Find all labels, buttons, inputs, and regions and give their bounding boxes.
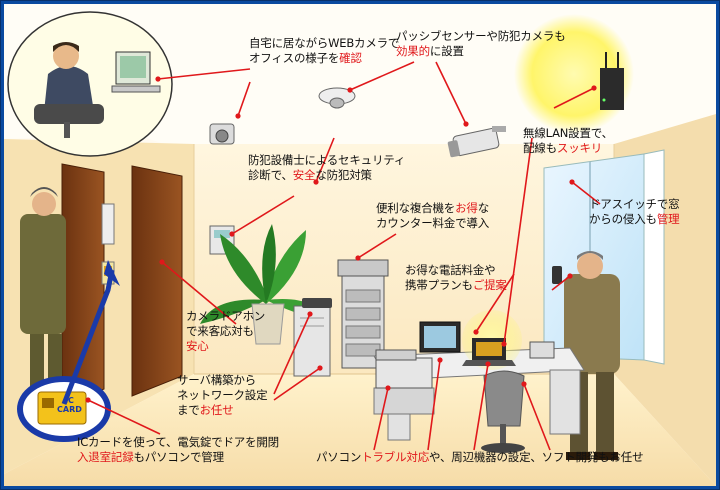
note-security-line1: 防犯設備士によるセキュリティ [248,153,406,167]
note-camera-door-highlight: 安心 [186,339,209,353]
note-ic-card-line2b: もパソコンで管理 [133,450,225,464]
printer [375,357,433,389]
note-copier-line2: カウンター料金で導入 [376,216,489,230]
note-wlan-line2a: 配線も [523,141,557,155]
note-pc-trouble-c: や、周辺機器の設定、ソフト開発もお任せ [429,450,644,464]
office-chair [483,370,525,427]
note-pc-trouble-a: パソコン [316,450,362,464]
office-phone [529,341,555,359]
server [293,305,331,377]
note-webcam-line1: 自宅に居ながらWEBカメラで [249,36,400,50]
note-copier: 便利な複合機をお得な カウンター料金で導入 [376,201,489,231]
arrow-heads [85,76,597,403]
note-webcam: 自宅に居ながらWEBカメラで オフィスの様子を確認 [249,36,399,66]
note-camera-door: カメラドアホン で来客応対も 安心 [186,309,265,354]
note-server-line3a: まで [177,403,200,417]
note-server-line2: ネットワーク設定 [177,388,268,402]
note-server: サーバ構築から ネットワーク設定 までお任せ [177,373,268,418]
floor [4,374,716,486]
note-sensor-line1: パッシブセンサーや防犯カメラも [396,29,566,43]
ic-card-label-line2: CARD [57,405,82,414]
multifunction-copier [337,259,389,369]
ic-card-label: IC CARD [57,396,82,414]
note-wlan-line1: 無線LAN設置で、 [523,126,613,140]
note-ic-card-line1: ICカードを使って、電気錠でドアを開閉 [77,435,279,449]
office-illustration [4,4,716,486]
note-security-line2a: 診断で、 [248,168,293,182]
note-door-switch-highlight: 管理 [656,212,680,226]
note-copier-line1a: 便利な複合機を [376,201,456,215]
note-webcam-line2a: オフィスの様子を [249,51,340,65]
note-wlan: 無線LAN設置で、 配線もスッキリ [523,126,613,156]
ic-card-label-line1: IC [65,396,74,405]
door-intercom [101,203,115,245]
note-security: 防犯設備士によるセキュリティ 診断で、安全な防犯対策 [248,153,405,183]
note-sensor-highlight: 効果的 [396,44,430,58]
entrance-door-left [61,163,105,407]
note-security-line2c: な防犯対策 [315,168,372,182]
security-camera [447,126,506,158]
note-phone-line2a: 携帯プランも [405,278,473,292]
note-phone: お得な電話料金や 携帯プランもご提案 [405,263,507,293]
note-security-highlight: 安全 [292,168,316,182]
note-phone-highlight: ご提案 [472,278,507,292]
note-wlan-highlight: スッキリ [556,141,603,155]
note-copier-line1c: な [477,201,490,215]
entrance-door-right [131,165,183,397]
note-server-line1: サーバ構築から [177,373,256,387]
note-door-switch-line2a: からの侵入も [589,212,657,226]
note-door-switch: ドアスイッチで窓 からの侵入も管理 [589,197,680,227]
note-pc-trouble: パソコントラブル対応や、周辺機器の設定、ソフト開発もお任せ [316,450,644,465]
note-webcam-highlight: 確認 [339,51,362,65]
note-phone-line1: お得な電話料金や [405,263,496,277]
note-sensor-line2b: に設置 [429,44,464,58]
visitor-person [20,187,66,400]
note-sensor: パッシブセンサーや防犯カメラも 効果的に設置 [396,29,566,59]
callout-arrows [87,61,601,451]
note-camera-door-line1: カメラドアホン [186,309,266,323]
note-pc-trouble-highlight: トラブル対応 [361,450,430,464]
note-ic-card: ICカードを使って、電気錠でドアを開閉 入退室記録もパソコンで管理 [77,435,279,465]
note-copier-highlight: お得 [455,201,478,215]
note-door-switch-line1: ドアスイッチで窓 [589,197,680,211]
note-ic-card-highlight: 入退室記録 [77,450,134,464]
note-camera-door-line2: で来客応対も [186,324,254,338]
note-server-highlight: お任せ [199,403,234,417]
wireless-router [600,68,624,110]
